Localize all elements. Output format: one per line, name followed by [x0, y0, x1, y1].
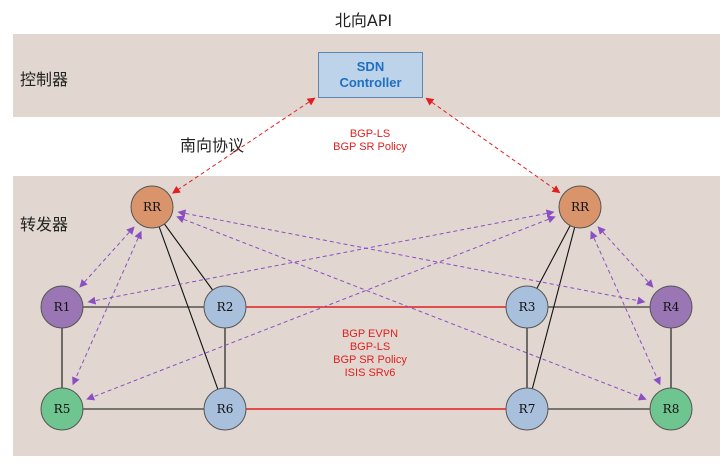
- bgp-session-rrl-r1: [79, 226, 135, 288]
- router-r3[interactable]: R3: [505, 285, 549, 329]
- router-node-circle: [649, 285, 693, 329]
- control-protocol-item: BGP SR Policy: [333, 141, 407, 153]
- router-r2[interactable]: R2: [203, 285, 247, 329]
- router-label: R8: [663, 402, 680, 416]
- router-label: R2: [217, 300, 234, 314]
- sdn-controller-line2: Controller: [339, 75, 402, 90]
- router-r6[interactable]: R6: [203, 387, 247, 431]
- router-node-circle: [505, 387, 549, 431]
- router-r4[interactable]: R4: [649, 285, 693, 329]
- southbound-session-rrl: [171, 97, 316, 194]
- bgp-session-rrl-r8: [176, 215, 647, 401]
- router-node-circle: [130, 185, 174, 229]
- bgp-session-rrr-r4: [597, 226, 654, 288]
- forwarder-layer-label: 转发器: [20, 215, 69, 234]
- router-node-circle: [558, 185, 602, 229]
- router-label: R6: [217, 402, 234, 416]
- controller-layer-label: 控制器: [20, 70, 69, 89]
- router-label: R7: [519, 402, 536, 416]
- router-r7[interactable]: R7: [505, 387, 549, 431]
- router-rrr[interactable]: RR: [558, 185, 602, 229]
- router-label: R4: [663, 300, 680, 314]
- router-label: RR: [143, 200, 162, 214]
- bgp-session-rrr-r5: [86, 215, 556, 401]
- router-label: R3: [519, 300, 536, 314]
- sdn-controller-box[interactable]: SDN Controller: [318, 52, 423, 98]
- router-node-circle: [203, 285, 247, 329]
- control-protocol-item: BGP-LS: [349, 128, 391, 140]
- southbound-session-rrr: [425, 97, 561, 194]
- control-protocols: BGP-LS BGP SR Policy: [300, 128, 440, 154]
- router-r1[interactable]: R1: [40, 285, 84, 329]
- router-r5[interactable]: R5: [40, 387, 84, 431]
- router-r8[interactable]: R8: [649, 387, 693, 431]
- sdn-controller-line1: SDN: [356, 59, 385, 74]
- router-label: R5: [54, 402, 71, 416]
- router-node-circle: [40, 285, 84, 329]
- router-rrl[interactable]: RR: [130, 185, 174, 229]
- router-node-circle: [505, 285, 549, 329]
- router-node-circle: [203, 387, 247, 431]
- northbound-api-label: 北向API: [334, 11, 393, 30]
- router-label: R1: [54, 300, 71, 314]
- router-node-circle: [649, 387, 693, 431]
- router-label: RR: [571, 200, 590, 214]
- router-node-circle: [40, 387, 84, 431]
